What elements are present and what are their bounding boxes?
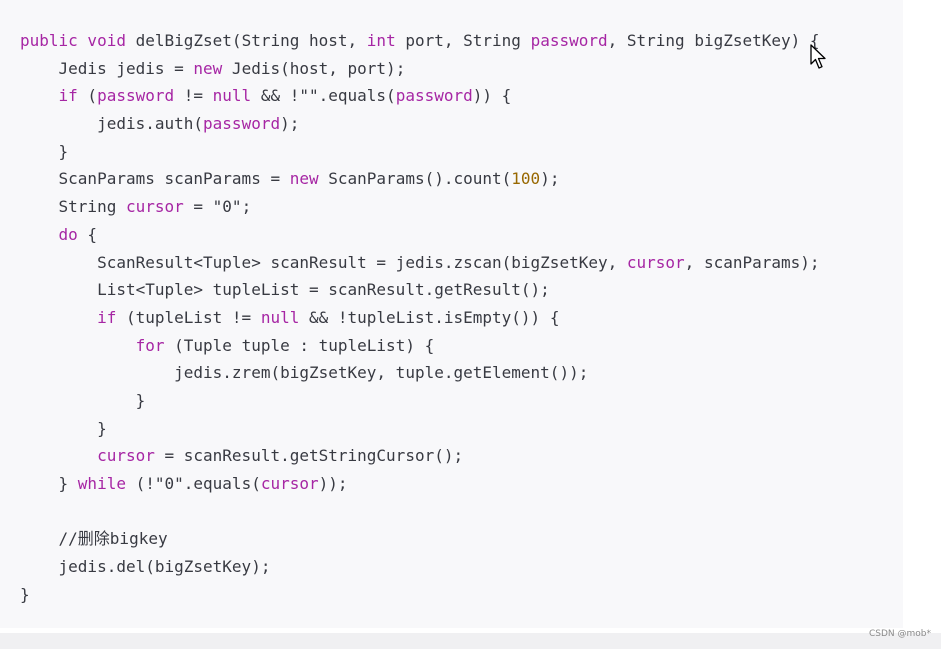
code-token: null	[212, 86, 252, 106]
code-token: }	[20, 390, 146, 410]
watermark: CSDN @mob*	[868, 629, 931, 639]
code-token: );	[540, 169, 560, 189]
code-token: jedis.zrem(bigZsetKey, tuple.getElement(…	[20, 363, 589, 383]
code-token: 100	[511, 169, 541, 189]
code-token: password	[97, 86, 175, 106]
code-content: public void delBigZset(String host, int …	[20, 27, 820, 608]
code-token: && !"".equals(	[251, 86, 396, 106]
code-token	[20, 446, 97, 465]
code-line: ScanParams scanParams = new ScanParams()…	[20, 165, 820, 193]
code-token: ));	[318, 474, 348, 493]
code-token: jedis.del(bigZsetKey);	[20, 557, 271, 577]
code-token: while	[77, 474, 126, 493]
code-token: jedis.auth(	[20, 114, 204, 134]
code-line: String cursor = "0";	[20, 193, 820, 221]
code-line: }	[20, 387, 820, 415]
code-token: , scanParams);	[684, 252, 820, 272]
code-token	[20, 336, 136, 355]
code-line: } while (!"0".equals(cursor));	[20, 470, 820, 498]
code-token: delBigZset(String host,	[125, 31, 367, 50]
code-line: do {	[20, 221, 820, 249]
code-token	[20, 225, 59, 244]
code-token: }	[20, 584, 30, 604]
code-token: port, String	[395, 31, 531, 50]
code-token: int	[366, 31, 396, 50]
code-token: if	[97, 307, 117, 327]
code-token: (!"0".equals(	[125, 474, 261, 493]
code-line: Jedis jedis = new Jedis(host, port);	[20, 55, 820, 83]
code-token: = "0";	[183, 197, 252, 217]
code-token: }	[20, 418, 107, 438]
code-token: cursor	[260, 474, 319, 493]
code-token: public void	[20, 31, 126, 50]
code-line: List<Tuple> tupleList = scanResult.getRe…	[20, 276, 820, 304]
code-line: jedis.del(bigZsetKey);	[20, 553, 820, 581]
code-token: ScanParams().count(	[318, 169, 512, 189]
code-token: , String bigZsetKey) {	[607, 31, 820, 50]
code-token: = scanResult.getStringCursor();	[154, 446, 464, 466]
code-token: password	[530, 31, 608, 50]
bottom-bar	[0, 633, 941, 649]
code-token: new	[289, 169, 319, 189]
code-token: do	[58, 224, 78, 244]
code-token: }	[20, 141, 69, 161]
code-token: for	[135, 335, 165, 355]
code-token: password	[203, 114, 281, 134]
code-line: //删除bigkey	[20, 525, 820, 553]
code-line	[20, 498, 820, 526]
mouse-pointer-icon	[810, 44, 828, 70]
code-line: }	[20, 138, 820, 166]
code-line: }	[20, 581, 820, 609]
code-token: Jedis jedis =	[20, 58, 194, 78]
code-line: cursor = scanResult.getStringCursor();	[20, 442, 820, 470]
code-token: (	[77, 86, 98, 106]
code-token: null	[260, 307, 300, 327]
code-token	[20, 308, 97, 327]
code-token: ScanResult<Tuple> scanResult = jedis.zsc…	[20, 252, 627, 272]
code-token: String	[20, 197, 126, 217]
code-line: }	[20, 415, 820, 443]
code-token: && !tupleList.isEmpty()) {	[299, 307, 560, 327]
code-token: new	[193, 58, 223, 78]
code-token	[20, 86, 59, 105]
code-line: ScanResult<Tuple> scanResult = jedis.zsc…	[20, 249, 820, 277]
code-token: List<Tuple> tupleList = scanResult.getRe…	[20, 280, 550, 300]
code-token: )) {	[472, 86, 512, 106]
code-token: );	[280, 114, 300, 134]
code-token: {	[77, 224, 98, 244]
code-token: (Tuple tuple : tupleList) {	[164, 335, 435, 355]
code-line: if (tupleList != null && !tupleList.isEm…	[20, 304, 820, 332]
code-token: !=	[174, 86, 213, 106]
code-token: if	[58, 86, 78, 106]
code-line: for (Tuple tuple : tupleList) {	[20, 332, 820, 360]
code-token: //删除bigkey	[20, 529, 168, 549]
code-block: public void delBigZset(String host, int …	[20, 27, 820, 608]
code-token: }	[20, 474, 78, 493]
code-token: cursor	[125, 197, 184, 217]
code-token: ScanParams scanParams =	[20, 169, 290, 189]
code-line: public void delBigZset(String host, int …	[20, 27, 820, 55]
code-line: jedis.zrem(bigZsetKey, tuple.getElement(…	[20, 359, 820, 387]
code-token: Jedis(host, port);	[222, 58, 406, 78]
code-line: if (password != null && !"".equals(passw…	[20, 82, 820, 110]
code-line: jedis.auth(password);	[20, 110, 820, 138]
code-token: cursor	[97, 446, 155, 466]
code-token: (tupleList !=	[116, 307, 261, 327]
code-token: password	[395, 86, 473, 106]
code-token: cursor	[626, 252, 685, 272]
